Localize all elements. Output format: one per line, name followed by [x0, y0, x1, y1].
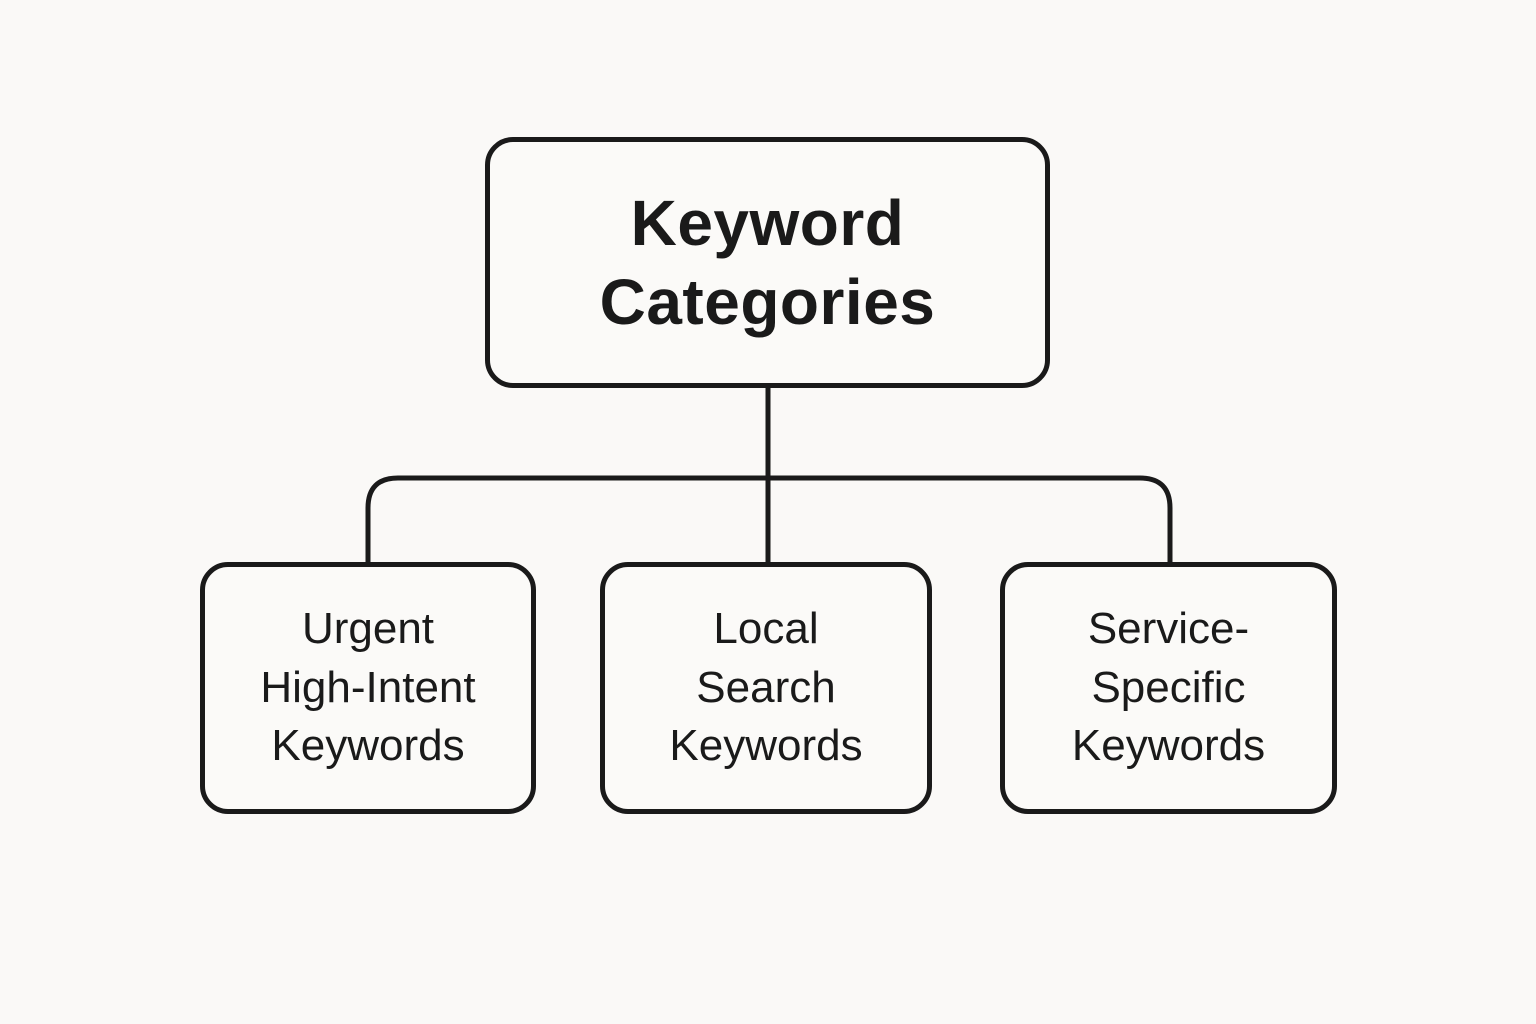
root-node-label: Keyword Categories — [599, 187, 936, 338]
root-node-keyword-categories: Keyword Categories — [485, 137, 1050, 388]
child-node-service-specific: Service- Specific Keywords — [1000, 562, 1337, 814]
child-node-label: Urgent High-Intent Keywords — [260, 604, 476, 771]
child-node-label: Local Search Keywords — [669, 604, 863, 771]
child-node-label: Service- Specific Keywords — [1071, 604, 1266, 771]
child-node-urgent-high-intent: Urgent High-Intent Keywords — [200, 562, 536, 814]
child-node-local-search: Local Search Keywords — [600, 562, 932, 814]
connector-rail — [365, 475, 1173, 562]
